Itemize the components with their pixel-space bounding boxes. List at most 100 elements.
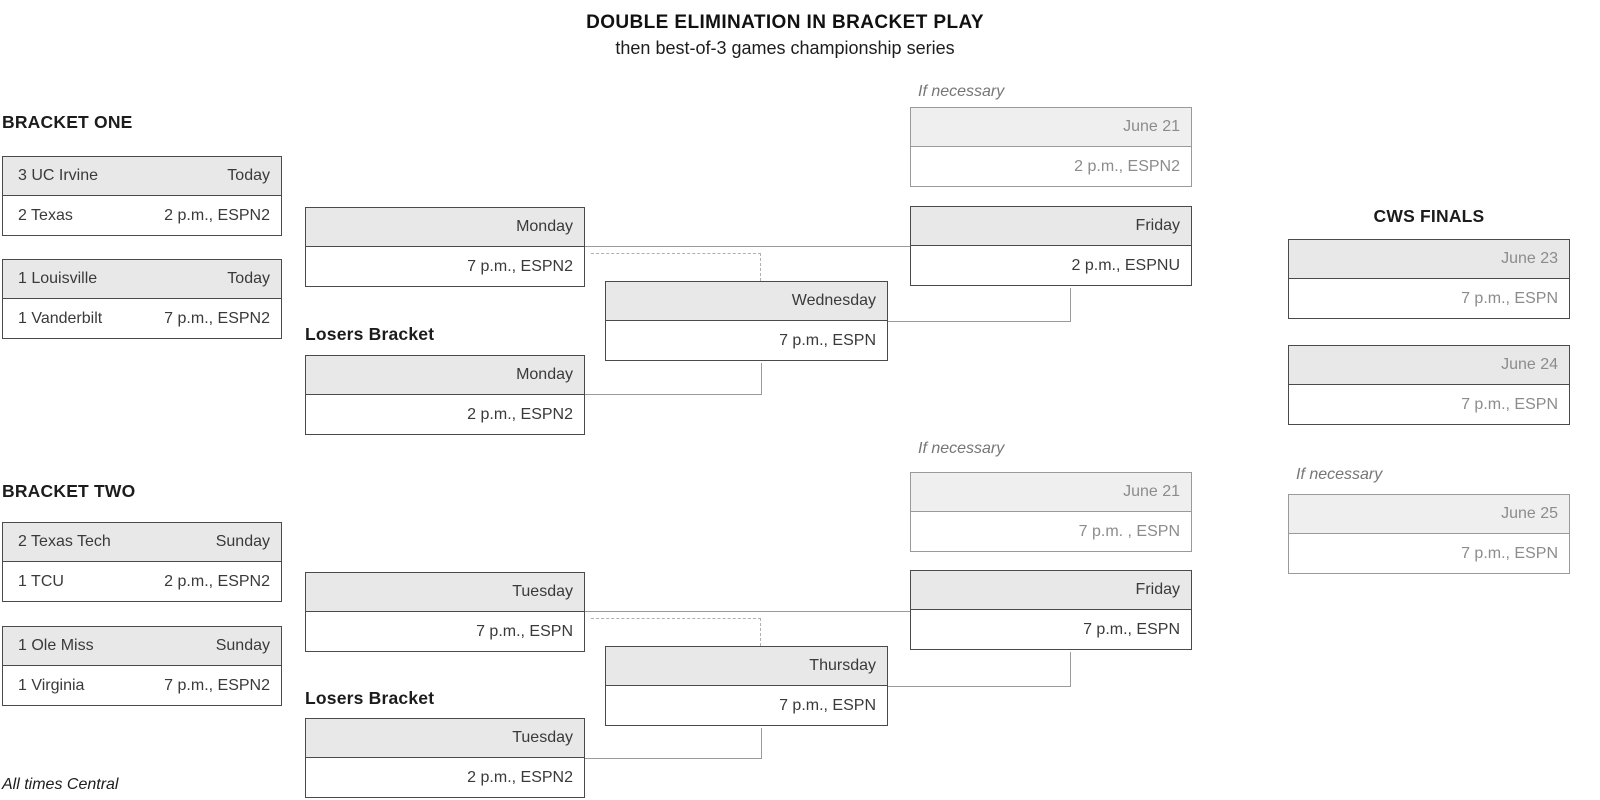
game-day-label: June 21 <box>1123 118 1180 135</box>
team-name: 2 Texas Tech <box>18 533 111 550</box>
b2-matchup2-box: 1 Ole Miss Sunday 1 Virginia 7 p.m., ESP… <box>2 626 282 706</box>
connector-b1-winner-to-final <box>585 246 910 247</box>
b1-crossover-game-box: Wednesday 7 p.m., ESPN <box>605 281 888 361</box>
game-time-label: 7 p.m., ESPN <box>1083 620 1180 638</box>
game-day-row: Monday <box>306 356 584 395</box>
game-day-label: Today <box>227 167 270 184</box>
game-time-label: 2 p.m., ESPN2 <box>1074 157 1180 175</box>
game-day-row: Wednesday <box>606 282 887 321</box>
finals-if-necessary-label: If necessary <box>1296 466 1383 483</box>
game-time-label: 7 p.m., ESPN <box>779 331 876 349</box>
b1-losers-heading: Losers Bracket <box>305 324 435 344</box>
connector-b1-losers-to-crossover-v <box>761 363 762 395</box>
game-day-label: June 25 <box>1501 505 1558 522</box>
b2-final-game-box: Friday 7 p.m., ESPN <box>910 570 1192 650</box>
team-name: 1 Virginia <box>18 676 85 694</box>
game-time-row: 2 p.m., ESPN2 <box>306 758 584 797</box>
connector-b2-losers-to-crossover-h <box>585 758 762 759</box>
b1-final-game-box: Friday 2 p.m., ESPNU <box>910 206 1192 286</box>
game-day-label: June 23 <box>1501 250 1558 267</box>
bracket-two-heading: BRACKET TWO <box>2 481 136 501</box>
team-name: 1 Vanderbilt <box>18 309 103 327</box>
finals-game2-box: June 24 7 p.m., ESPN <box>1288 345 1570 425</box>
page-header: DOUBLE ELIMINATION IN BRACKET PLAY then … <box>0 12 1570 59</box>
team-row: 2 Texas 2 p.m., ESPN2 <box>3 196 281 235</box>
team-name: 3 UC Irvine <box>18 167 99 184</box>
game-time-row: 7 p.m. , ESPN <box>911 512 1191 551</box>
game-day-row: Monday <box>306 208 584 247</box>
b2-if-necessary-game-box: June 21 7 p.m. , ESPN <box>910 472 1192 552</box>
b1-matchup1-box: 3 UC Irvine Today 2 Texas 2 p.m., ESPN2 <box>2 156 282 236</box>
team-name: 1 Louisville <box>18 270 98 287</box>
game-day-label: Friday <box>1135 581 1180 598</box>
game-day-label: Today <box>227 270 270 287</box>
game-day-row: June 21 <box>911 473 1191 512</box>
game-day-label: Tuesday <box>512 729 573 746</box>
connector-b2-winner-to-final <box>585 611 910 612</box>
b2-winners-game-box: Tuesday 7 p.m., ESPN <box>305 572 585 652</box>
game-time-label: 7 p.m., ESPN <box>779 696 876 714</box>
connector-b1-losers-to-crossover-h <box>585 394 762 395</box>
game-time-row: 2 p.m., ESPN2 <box>306 395 584 434</box>
game-day-row: June 23 <box>1289 240 1569 279</box>
team-name: 1 Ole Miss <box>18 637 94 654</box>
connector-b1-loser-drop-v <box>760 253 761 281</box>
team-row: 1 Ole Miss Sunday <box>3 627 281 666</box>
connector-b2-loser-drop-v <box>760 618 761 646</box>
game-day-row: June 25 <box>1289 495 1569 534</box>
b2-matchup1-box: 2 Texas Tech Sunday 1 TCU 2 p.m., ESPN2 <box>2 522 282 602</box>
game-time-row: 2 p.m., ESPNU <box>911 246 1191 285</box>
team-row: 3 UC Irvine Today <box>3 157 281 196</box>
game-time-row: 7 p.m., ESPN <box>911 610 1191 649</box>
game-time-label: 2 p.m., ESPN2 <box>164 206 270 224</box>
game-time-row: 7 p.m., ESPN2 <box>306 247 584 286</box>
game-time-label: 7 p.m., ESPN <box>476 622 573 640</box>
b2-crossover-game-box: Thursday 7 p.m., ESPN <box>605 646 888 726</box>
game-day-row: June 21 <box>911 108 1191 147</box>
b1-losers-game-box: Monday 2 p.m., ESPN2 <box>305 355 585 435</box>
page-title: DOUBLE ELIMINATION IN BRACKET PLAY <box>586 12 984 33</box>
finals-game3-box: June 25 7 p.m., ESPN <box>1288 494 1570 574</box>
game-day-label: June 24 <box>1501 356 1558 373</box>
game-day-label: June 21 <box>1123 483 1180 500</box>
team-row: 1 TCU 2 p.m., ESPN2 <box>3 562 281 601</box>
game-day-label: Monday <box>516 366 573 383</box>
game-time-label: 2 p.m., ESPN2 <box>467 405 573 423</box>
game-time-label: 2 p.m., ESPN2 <box>164 572 270 590</box>
game-time-label: 7 p.m., ESPN <box>1461 289 1558 307</box>
game-day-row: June 24 <box>1289 346 1569 385</box>
game-day-row: Tuesday <box>306 573 584 612</box>
game-time-label: 7 p.m., ESPN <box>1461 544 1558 562</box>
b2-losers-heading: Losers Bracket <box>305 688 435 708</box>
team-row: 1 Vanderbilt 7 p.m., ESPN2 <box>3 299 281 338</box>
game-time-row: 2 p.m., ESPN2 <box>911 147 1191 186</box>
team-row: 1 Louisville Today <box>3 260 281 299</box>
game-day-label: Thursday <box>809 657 876 674</box>
game-day-label: Sunday <box>215 637 270 654</box>
connector-b1-loser-drop-h <box>591 253 761 254</box>
b1-matchup2-box: 1 Louisville Today 1 Vanderbilt 7 p.m., … <box>2 259 282 339</box>
game-day-label: Monday <box>516 218 573 235</box>
game-day-row: Friday <box>911 207 1191 246</box>
bracket-one-heading: BRACKET ONE <box>2 112 133 132</box>
game-time-row: 7 p.m., ESPN <box>306 612 584 651</box>
game-day-label: Friday <box>1135 217 1180 234</box>
b2-if-necessary-label: If necessary <box>918 440 1005 457</box>
team-row: 2 Texas Tech Sunday <box>3 523 281 562</box>
game-day-label: Wednesday <box>791 292 876 309</box>
connector-b2-crossover-to-final-v <box>1070 652 1071 686</box>
game-day-label: Tuesday <box>512 583 573 600</box>
game-day-row: Tuesday <box>306 719 584 758</box>
connector-b2-loser-drop-h <box>591 618 761 619</box>
b1-if-necessary-label: If necessary <box>918 83 1005 100</box>
page-subtitle: then best-of-3 games championship series <box>615 38 955 58</box>
game-time-label: 7 p.m., ESPN <box>1461 395 1558 413</box>
game-time-row: 7 p.m., ESPN <box>1289 534 1569 573</box>
game-time-row: 7 p.m., ESPN <box>606 686 887 725</box>
team-row: 1 Virginia 7 p.m., ESPN2 <box>3 666 281 705</box>
game-day-row: Friday <box>911 571 1191 610</box>
finals-game1-box: June 23 7 p.m., ESPN <box>1288 239 1570 319</box>
team-name: 1 TCU <box>18 572 64 590</box>
game-time-label: 2 p.m., ESPN2 <box>467 768 573 786</box>
game-time-label: 7 p.m., ESPN2 <box>164 676 270 694</box>
